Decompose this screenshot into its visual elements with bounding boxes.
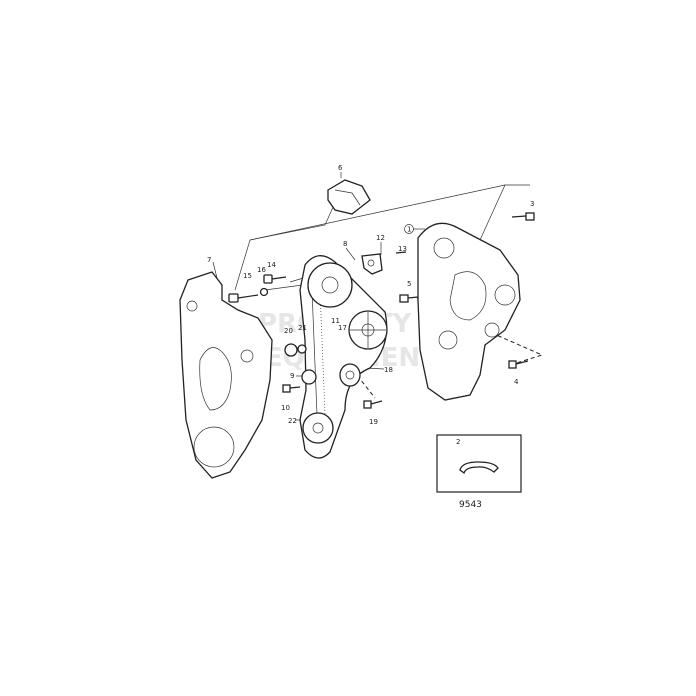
part-9-idler[interactable] — [301, 369, 317, 385]
part-11-camshaft-gear[interactable] — [307, 262, 353, 308]
callout-13: 13 — [398, 245, 407, 253]
callout-22: 22 — [288, 417, 297, 425]
callout-6: 6 — [338, 164, 343, 172]
part-13-pin[interactable] — [395, 251, 407, 254]
bolt-15[interactable] — [228, 293, 259, 303]
part-20-nut[interactable] — [284, 343, 298, 357]
part-6-cover-cap[interactable] — [327, 179, 371, 215]
callout-17: 17 — [338, 324, 347, 332]
callout-20: 20 — [284, 327, 293, 335]
part-12-bracket[interactable] — [361, 253, 383, 275]
bolt-3[interactable] — [511, 212, 535, 221]
inset-part-2: 2 — [436, 434, 522, 493]
part-1-front-timing-cover[interactable] — [417, 222, 521, 401]
callout-5: 5 — [407, 280, 411, 288]
callout-14: 14 — [267, 261, 276, 269]
callout-11: 11 — [331, 317, 340, 325]
part-21-washer[interactable] — [297, 344, 307, 354]
callout-9: 9 — [290, 372, 294, 380]
callout-16: 16 — [257, 266, 266, 274]
callout-21: 21 — [298, 324, 307, 332]
figure-number: 9543 — [459, 500, 482, 510]
callout-8: 8 — [343, 240, 347, 248]
bolt-19[interactable] — [363, 400, 383, 409]
callout-12: 12 — [376, 234, 385, 242]
callout-18: 18 — [384, 366, 393, 374]
part-8-timing-belt[interactable] — [299, 255, 388, 459]
part-7-rear-plate[interactable] — [179, 271, 273, 479]
part-17-gear[interactable] — [348, 310, 388, 350]
callout-4: 4 — [514, 378, 519, 386]
callout-19: 19 — [369, 418, 378, 426]
callout-10: 10 — [281, 404, 290, 412]
bolt-10[interactable] — [282, 384, 301, 393]
bolt-14[interactable] — [263, 274, 287, 284]
part-18-tensioner[interactable] — [339, 363, 361, 387]
callout-1-circle — [404, 224, 414, 234]
callout-15: 15 — [243, 272, 252, 280]
part-22-crank-gear[interactable] — [302, 412, 334, 444]
callout-3: 3 — [530, 200, 534, 208]
bolt-4[interactable] — [508, 360, 529, 369]
callout-1: 1 — [407, 226, 411, 234]
callout-labels: 6 3 1 8 12 13 7 14 16 15 5 11 17 20 21 9… — [207, 164, 534, 426]
bolt-5[interactable] — [399, 294, 419, 303]
part-2-clip[interactable] — [459, 461, 499, 475]
callout-7: 7 — [207, 256, 211, 264]
callout-2: 2 — [456, 438, 460, 446]
washer-16[interactable] — [259, 287, 269, 297]
